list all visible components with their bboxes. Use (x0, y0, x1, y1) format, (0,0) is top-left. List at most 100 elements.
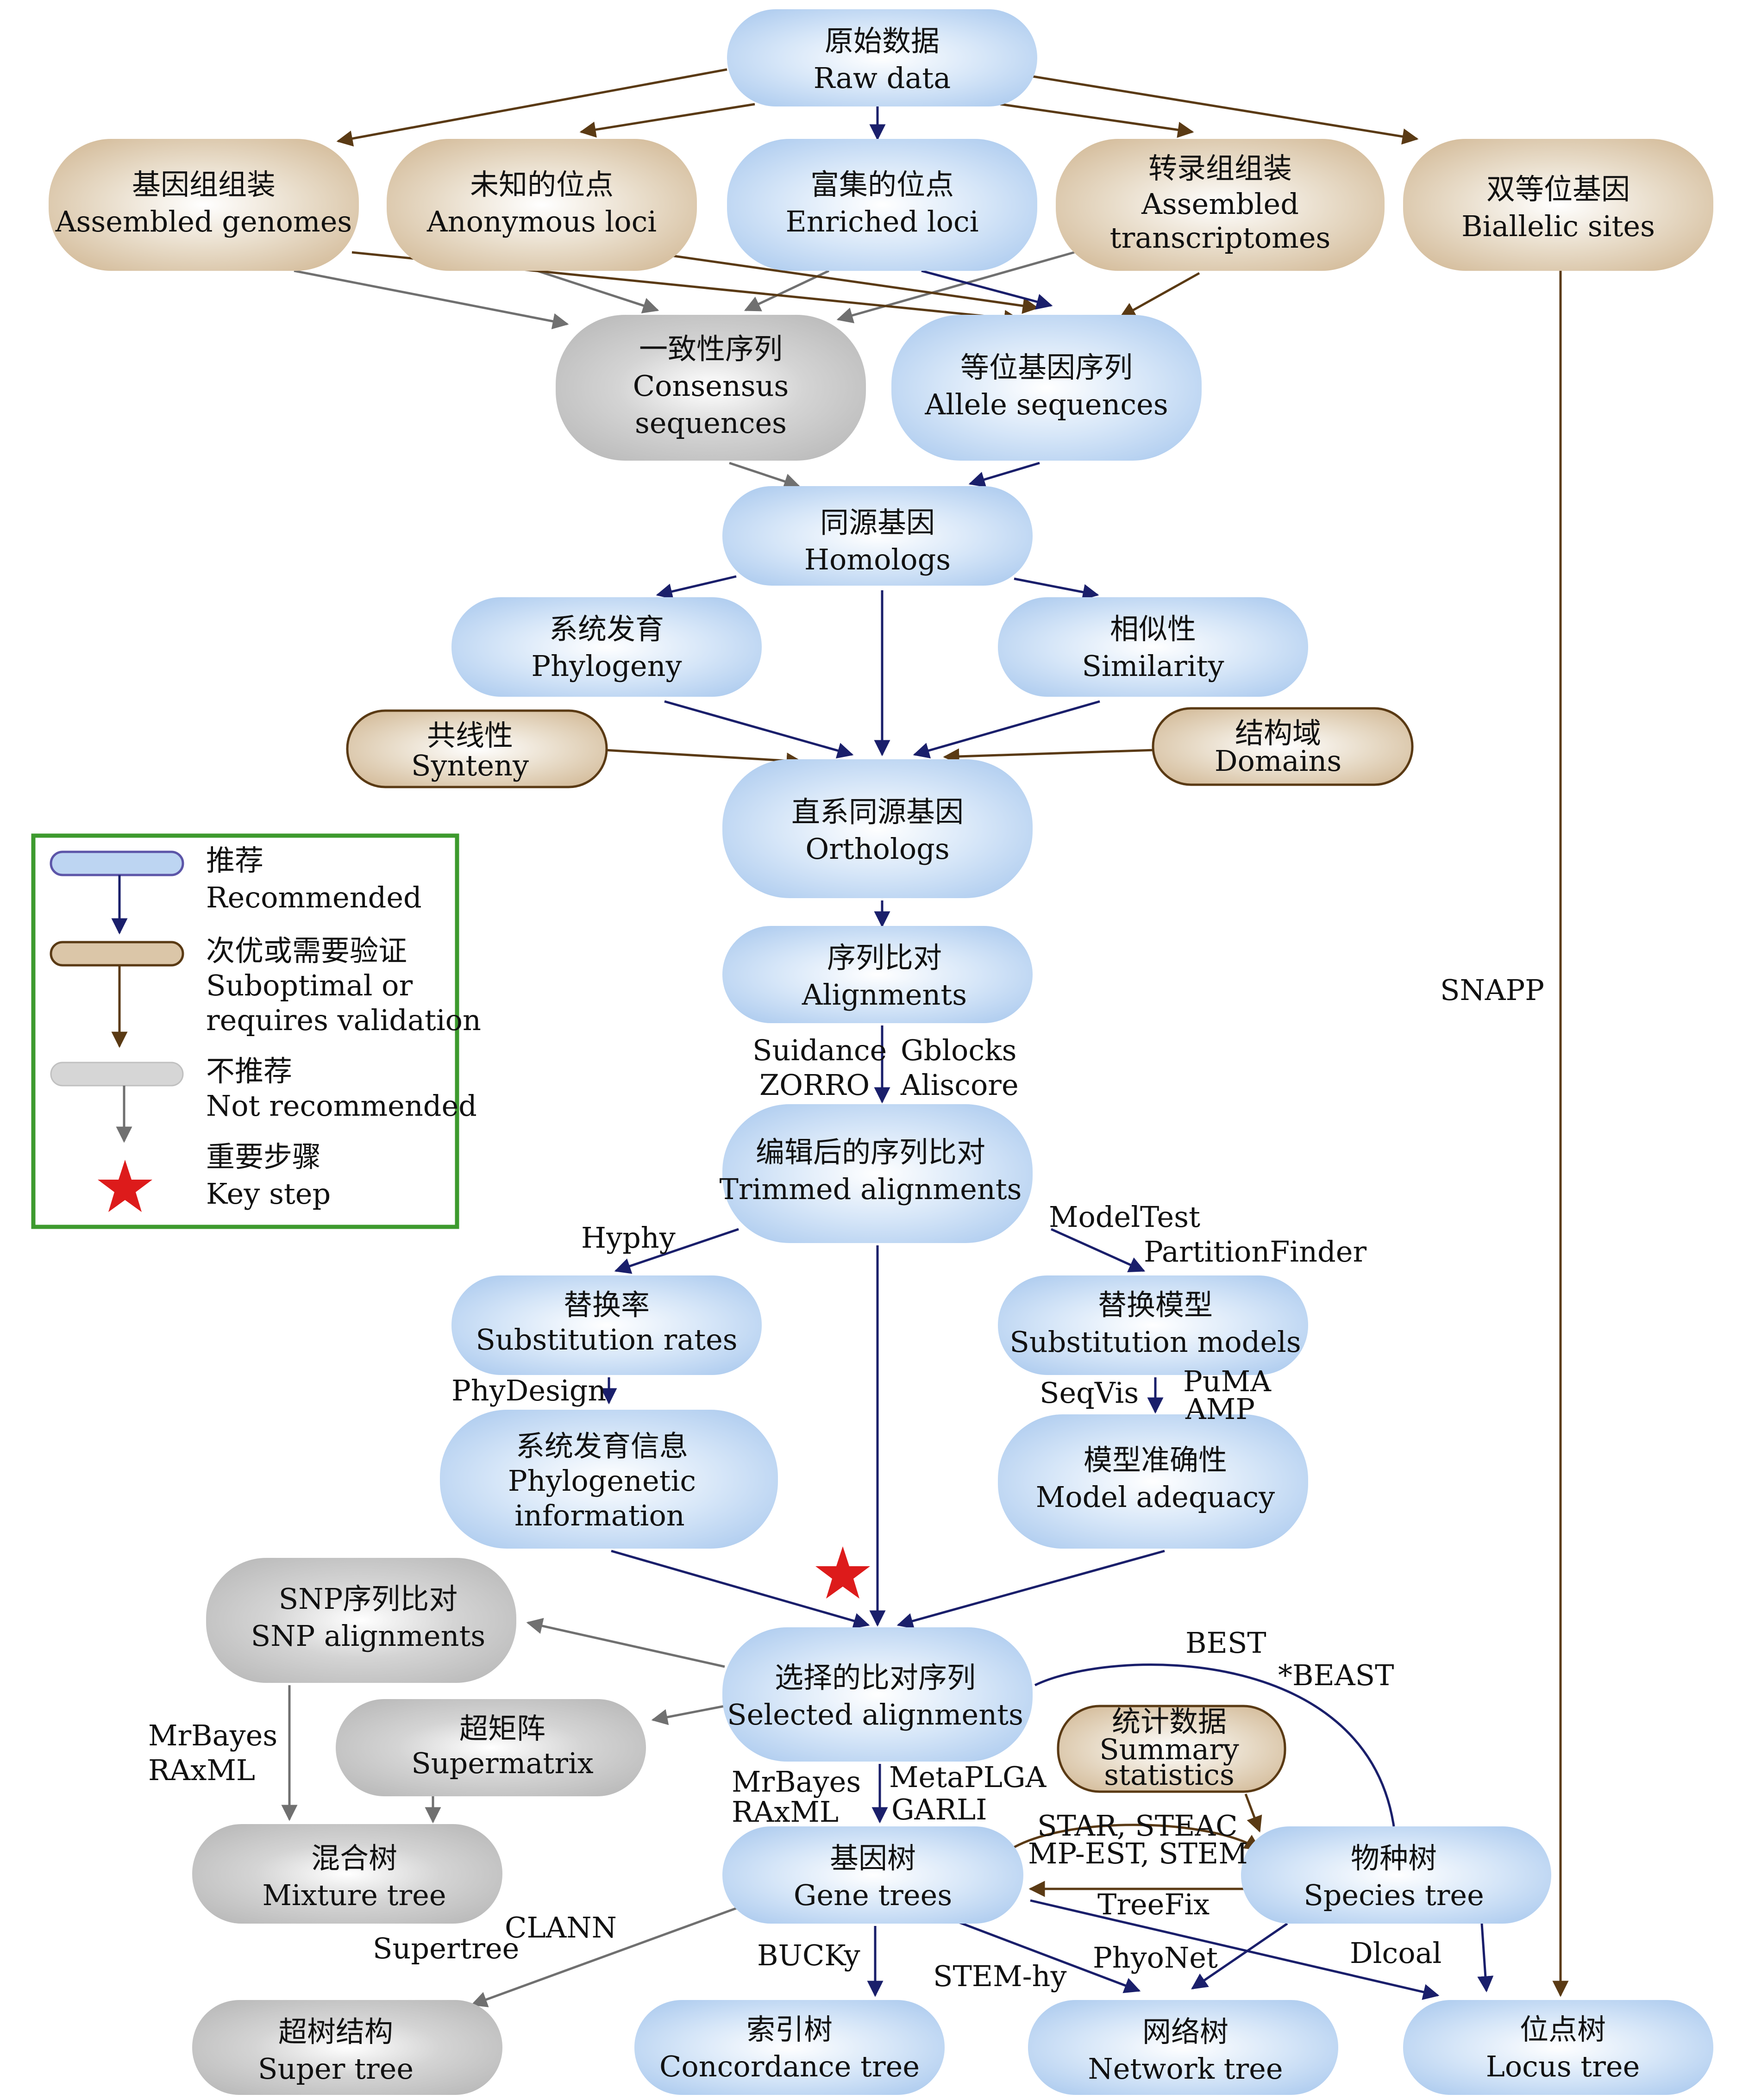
label-snapp: SNAPP (1440, 973, 1544, 1007)
node-alignments-zh: 序列比对 (827, 941, 942, 975)
node-biallelic-sites-en: Biallelic sites (1461, 209, 1655, 243)
legend-recommended-en: Recommended (206, 881, 422, 914)
node-trimmed-alignments-zh: 编辑后的序列比对 (756, 1135, 985, 1169)
node-substitution-models-zh: 替换模型 (1098, 1288, 1213, 1322)
legend-notrec-swatch (50, 1062, 184, 1087)
node-orthologs-en: Orthologs (805, 832, 949, 866)
node-selected-alignments-zh: 选择的比对序列 (775, 1661, 976, 1694)
edge-trimmed-to-models (1050, 1228, 1146, 1273)
legend-suboptimal-swatch (50, 941, 184, 967)
edge-speciestree-to-network (1191, 1922, 1288, 1990)
label-seqvis: SeqVis (1040, 1376, 1139, 1410)
edge-selected-to-speciestree-best (1034, 1663, 1395, 1827)
label-hyphy: Hyphy (581, 1221, 676, 1255)
legend-key-en: Key step (206, 1177, 331, 1211)
node-homologs-zh: 同源基因 (820, 506, 935, 539)
node-raw-data-en: Raw data (814, 61, 951, 95)
node-similarity-zh: 相似性 (1110, 612, 1196, 646)
edge-genetrees-to-locus (1030, 1899, 1440, 2000)
legend-recommended-zh: 推荐 (206, 844, 263, 877)
node-alignments: 序列比对 Alignments (722, 926, 1033, 1023)
node-snp-alignments: SNP序列比对 SNP alignments (206, 1558, 516, 1683)
node-model-adequacy: 模型准确性 Model adequacy (998, 1414, 1308, 1549)
node-enriched-loci-zh: 富集的位点 (810, 168, 954, 201)
label-metaplga: MetaPLGA (889, 1760, 1047, 1794)
edges (281, 68, 1569, 2007)
edge-speciestree-to-locus (1477, 1923, 1494, 1993)
node-anonymous-loci: 未知的位点 Anonymous loci (387, 139, 697, 271)
node-super-tree-zh: 超树结构 (278, 2015, 393, 2049)
edge-raw-to-transcriptomes (1000, 103, 1194, 138)
label-mpest-stem: MP-EST, STEM (1028, 1837, 1248, 1870)
node-species-tree: 物种树 Species tree (1241, 1826, 1551, 1924)
node-summary-statistics-en2: statistics (1104, 1758, 1235, 1792)
node-mixture-tree: 混合树 Mixture tree (192, 1824, 502, 1924)
label-star-steac: STAR, STEAC (1037, 1809, 1238, 1843)
node-gene-trees-en: Gene trees (794, 1878, 952, 1912)
node-allele-sequences-en: Allele sequences (924, 388, 1168, 421)
node-assembled-genomes-en: Assembled genomes (55, 205, 352, 238)
legend-key-zh: 重要步骤 (206, 1140, 321, 1174)
node-assembled-transcriptomes-zh: 转录组组装 (1148, 151, 1292, 185)
edge-genetrees-to-speciestree-summary (1013, 1824, 1261, 1851)
node-alignments-en: Alignments (802, 978, 967, 1012)
node-phylogenetic-information-en1: Phylogenetic (508, 1464, 696, 1498)
legend-suboptimal-zh: 次优或需要验证 (206, 934, 407, 968)
node-substitution-rates: 替换率 Substitution rates (451, 1275, 762, 1375)
node-summary-statistics-zh: 统计数据 (1112, 1705, 1227, 1738)
node-trimmed-alignments: 编辑后的序列比对 Trimmed alignments (720, 1104, 1033, 1243)
label-aliscore: Aliscore (900, 1068, 1019, 1102)
label-supertree: Supertree (373, 1931, 519, 1965)
node-network-tree-en: Network tree (1088, 2052, 1283, 2086)
label-phyonet: PhyoNet (1093, 1941, 1218, 1975)
label-bucky: BUCKy (757, 1938, 860, 1972)
node-substitution-rates-zh: 替换率 (564, 1288, 650, 1322)
node-concordance-tree: 索引树 Concordance tree (634, 2000, 945, 2095)
node-summary-statistics: 统计数据 Summary statistics (1057, 1705, 1286, 1793)
node-supermatrix-en: Supermatrix (411, 1746, 594, 1780)
label-amp: AMP (1185, 1392, 1255, 1426)
tool-labels: SNAPP Suidance ZORRO Gblocks Aliscore Hy… (148, 973, 1544, 1993)
label-starbeast: *BEAST (1278, 1658, 1394, 1692)
node-species-tree-zh: 物种树 (1351, 1841, 1437, 1875)
label-mrbayes-left: MrBayes (148, 1719, 277, 1752)
node-super-tree-en: Super tree (258, 2052, 414, 2086)
node-allele-sequences: 等位基因序列 Allele sequences (891, 315, 1202, 461)
node-substitution-models-en: Substitution models (1009, 1325, 1301, 1359)
node-domains-zh: 结构域 (1235, 716, 1321, 750)
label-raxml-center: RAxML (732, 1795, 839, 1829)
edge-trimmed-to-rates (614, 1228, 739, 1274)
node-locus-tree: 位点树 Locus tree (1403, 2000, 1713, 2095)
node-locus-tree-zh: 位点树 (1520, 2012, 1606, 2046)
node-network-tree: 网络树 Network tree (1028, 2000, 1338, 2095)
edge-phyinfo-to-selected (611, 1550, 870, 1629)
edge-genetrees-to-network (956, 1920, 1141, 1994)
node-orthologs-zh: 直系同源基因 (791, 795, 964, 829)
edge-homologs-to-phylogeny (656, 575, 737, 600)
edge-anonymous-to-allele (648, 251, 1039, 314)
node-species-tree-en: Species tree (1304, 1878, 1484, 1912)
edge-selected-to-snp (526, 1618, 725, 1668)
node-selected-alignments: 选择的比对序列 Selected alignments (722, 1627, 1033, 1762)
node-assembled-transcriptomes-en1: Assembled (1141, 187, 1299, 221)
node-enriched-loci: 富集的位点 Enriched loci (727, 139, 1037, 271)
node-phylogeny: 系统发育 Phylogeny (451, 597, 762, 697)
node-supermatrix-zh: 超矩阵 (459, 1712, 545, 1745)
node-concordance-tree-en: Concordance tree (659, 2050, 920, 2083)
node-consensus-sequences-zh: 一致性序列 (639, 332, 783, 366)
node-locus-tree-en: Locus tree (1486, 2050, 1640, 2083)
node-model-adequacy-en: Model adequacy (1036, 1480, 1275, 1514)
legend-star-icon (98, 1160, 152, 1212)
node-assembled-genomes-zh: 基因组组装 (132, 168, 276, 201)
node-domains: 结构域 Domains (1152, 707, 1414, 786)
node-phylogenetic-information: 系统发育信息 Phylogenetic information (440, 1410, 778, 1549)
node-consensus-sequences-en2: sequences (635, 406, 787, 440)
node-phylogenetic-information-en2: information (514, 1499, 684, 1532)
node-model-adequacy-zh: 模型准确性 (1084, 1443, 1227, 1477)
node-mixture-tree-zh: 混合树 (311, 1841, 397, 1875)
edge-genomes-to-consensus (294, 269, 569, 330)
label-garli: GARLI (891, 1793, 987, 1826)
node-consensus-sequences: 一致性序列 Consensus sequences (556, 315, 866, 461)
